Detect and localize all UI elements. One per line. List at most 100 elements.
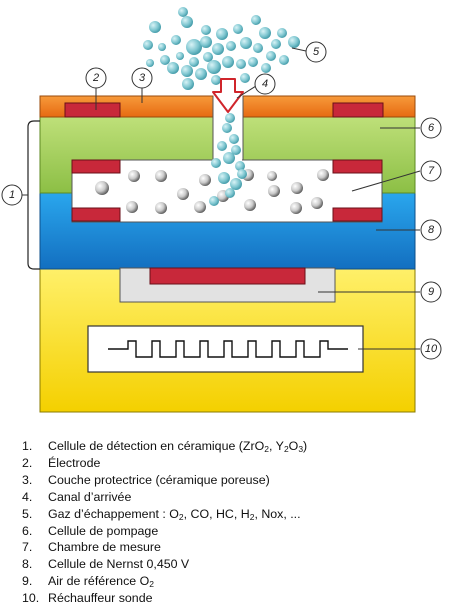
legend-number: 4. — [22, 489, 33, 504]
legend-number: 9. — [22, 574, 33, 589]
gas-bubble — [207, 60, 221, 74]
callout-5: 5 — [305, 41, 327, 63]
legend-item: 5.Gaz d’échappement : O2, CO, HC, H2, No… — [22, 506, 307, 523]
gas-bubble — [203, 52, 213, 62]
gas-bubble — [211, 75, 221, 85]
gas-bubble — [160, 55, 170, 65]
legend-number: 7. — [22, 540, 33, 555]
gas-bubble — [158, 43, 166, 51]
legend-text: Cellule de Nernst 0,450 V — [48, 557, 190, 572]
legend-item: 2. Électrode — [22, 455, 307, 472]
gas-bubble — [171, 35, 181, 45]
gas-bubble — [259, 27, 271, 39]
gas-bubble — [261, 63, 271, 73]
legend-number: 8. — [22, 557, 33, 572]
legend-number: 1. — [22, 439, 33, 453]
legend-number: 3. — [22, 472, 33, 487]
legend-number: 10. — [22, 591, 40, 606]
gas-bubble — [200, 36, 212, 48]
inlet-arrow — [212, 78, 244, 113]
gas-bubble — [277, 28, 287, 38]
gas-bubble — [167, 62, 179, 74]
gas-bubble — [240, 37, 252, 49]
exhaust-gas-bubbles — [143, 7, 300, 206]
legend-text: Réchauffeur sonde — [48, 591, 153, 606]
electrode-top-left — [64, 102, 121, 118]
callout-4: 4 — [254, 73, 276, 95]
electrode-top-right — [332, 102, 384, 118]
gas-bubble — [231, 145, 241, 155]
callout-3: 3 — [131, 67, 153, 89]
legend-text: Cellule de pompage — [48, 523, 159, 538]
gas-bubble — [226, 41, 236, 51]
bracket-1 — [27, 120, 40, 270]
legend-item: 1. Cellule de détection en céramique (ZrO… — [22, 438, 307, 455]
gas-bubble — [189, 57, 199, 67]
gas-bubble — [181, 16, 193, 28]
svg-text:1: 1 — [9, 189, 15, 201]
gas-bubble — [237, 169, 247, 179]
svg-text:4: 4 — [262, 78, 268, 90]
gas-bubble — [218, 172, 230, 184]
gas-bubble — [143, 40, 153, 50]
gas-bubble — [201, 25, 211, 35]
gas-bubble — [195, 68, 207, 80]
legend-item: 6. Cellule de pompage — [22, 523, 307, 540]
legend-item: 7. Chambre de mesure — [22, 539, 307, 556]
gas-bubble — [217, 141, 227, 151]
gas-bubble — [186, 39, 202, 55]
callout-2: 2 — [85, 67, 107, 89]
legend-item: 10. Réchauffeur sonde — [22, 590, 307, 607]
gas-bubble — [222, 56, 234, 68]
legend-number: 6. — [22, 523, 33, 538]
gas-bubble — [176, 52, 184, 60]
gas-bubble — [235, 161, 245, 171]
gas-bubble — [240, 73, 250, 83]
gas-bubble — [279, 55, 289, 65]
electrode-reference — [149, 267, 306, 285]
oxygen-sensor-diagram: 1 2 3 4 5 6 7 8 9 10 — [1, 7, 442, 413]
gas-bubble — [288, 36, 300, 48]
gas-bubble — [181, 65, 193, 77]
gas-bubble — [253, 43, 263, 53]
gas-bubble — [225, 188, 235, 198]
callout-7: 7 — [420, 160, 442, 182]
gas-bubble — [149, 21, 161, 33]
leader-lines — [22, 47, 421, 350]
legend-text: Canal d’arrivée — [48, 489, 132, 504]
gas-bubble — [248, 57, 258, 67]
svg-text:7: 7 — [428, 165, 435, 177]
legend-text: Chambre de mesure — [48, 540, 161, 555]
svg-text:10: 10 — [425, 343, 438, 355]
gas-bubble — [223, 152, 235, 164]
legend-text: Gaz d’échappement : O2, CO, HC, H2, Nox,… — [48, 506, 301, 522]
legend-item: 4. Canal d’arrivée — [22, 489, 307, 506]
svg-text:9: 9 — [428, 286, 434, 298]
callout-1: 1 — [1, 184, 23, 206]
electrode-chamber-bl — [71, 207, 121, 222]
legend-item: 8. Cellule de Nernst 0,450 V — [22, 556, 307, 573]
gas-bubble — [271, 39, 281, 49]
gas-bubble — [225, 113, 235, 123]
svg-text:5: 5 — [313, 46, 320, 58]
callout-8: 8 — [420, 219, 442, 241]
legend-number: 2. — [22, 455, 33, 470]
gas-bubble — [182, 78, 194, 90]
callout-10: 10 — [420, 338, 442, 360]
protective-layer-right — [242, 95, 416, 118]
gas-bubble — [178, 7, 188, 17]
legend-text: Air de référence O2 — [48, 574, 154, 590]
electrode-chamber-tr — [332, 159, 383, 174]
svg-text:2: 2 — [92, 72, 99, 84]
svg-text:6: 6 — [428, 122, 435, 134]
heater-element-box — [87, 325, 364, 373]
legend-text: Électrode — [48, 455, 101, 470]
gas-bubble — [230, 178, 242, 190]
gas-bubble — [251, 15, 261, 25]
gas-bubble — [266, 51, 276, 61]
legend-text: Cellule de détection en céramique (ZrO2,… — [48, 439, 308, 454]
electrode-chamber-tl — [71, 159, 121, 174]
gas-bubble — [233, 24, 243, 34]
heater-element — [108, 340, 348, 358]
chamber-molecules — [95, 169, 329, 214]
